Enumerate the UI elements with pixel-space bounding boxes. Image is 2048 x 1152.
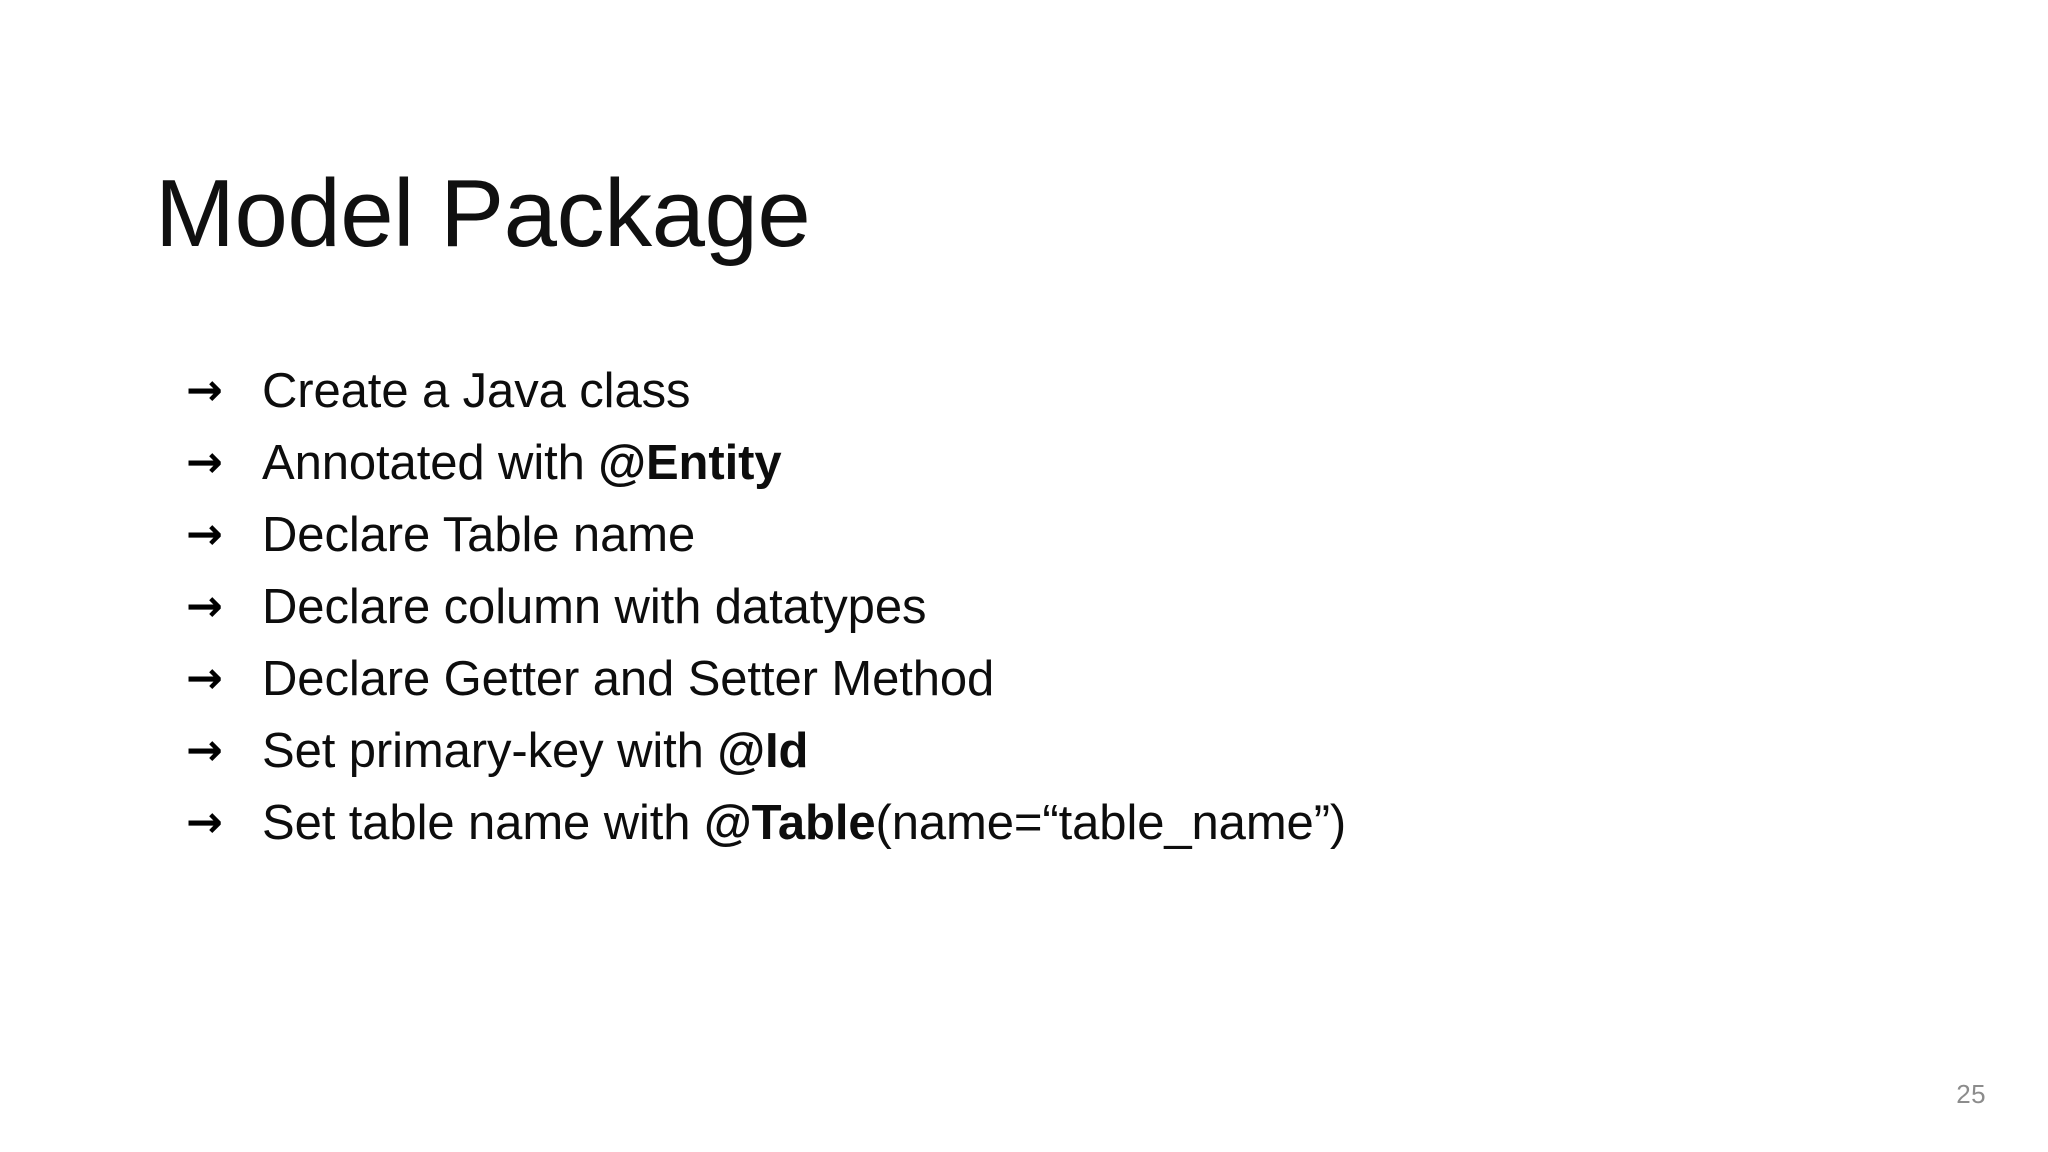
list-item: → Declare column with datatypes	[186, 571, 1906, 643]
annotation-token: @Entity	[598, 436, 782, 490]
text-segment: Declare Getter and Setter Method	[262, 652, 995, 706]
list-item: → Create a Java class	[186, 355, 1906, 427]
list-item: → Declare Table name	[186, 499, 1906, 571]
arrow-right-icon: →	[186, 509, 223, 560]
list-item-label: Declare column with datatypes	[262, 571, 926, 643]
list-item-label: Annotated with @Entity	[262, 427, 782, 499]
text-segment: Create a Java class	[262, 364, 691, 418]
list-item-label: Create a Java class	[262, 355, 691, 427]
text-segment: Set table name with	[262, 796, 704, 850]
list-item: → Set primary-key with @Id	[186, 715, 1906, 787]
list-item: → Declare Getter and Setter Method	[186, 643, 1906, 715]
arrow-right-icon: →	[186, 725, 223, 776]
arrow-right-icon: →	[186, 653, 223, 704]
list-item-label: Declare Getter and Setter Method	[262, 643, 994, 715]
text-segment: Annotated with	[262, 436, 599, 490]
page-number: 25	[1956, 1079, 1986, 1109]
text-segment: Set primary-key with	[262, 724, 718, 778]
text-segment: (name=“table_name”)	[875, 796, 1347, 850]
arrow-right-icon: →	[186, 365, 223, 416]
list-item-label: Set primary-key with @Id	[262, 715, 808, 787]
bullet-list: → Create a Java class → Annotated with @Ent…	[186, 355, 1906, 859]
arrow-right-icon: →	[186, 437, 223, 488]
arrow-right-icon: →	[186, 581, 223, 632]
text-segment: Declare column with datatypes	[262, 580, 927, 634]
page-title: Model Package	[155, 160, 811, 268]
list-item-label: Set table name with @Table(name=“table_n…	[262, 787, 1346, 859]
list-item: → Set table name with @Table(name=“table_…	[186, 787, 1906, 859]
annotation-token: @Table	[703, 796, 876, 850]
list-item-label: Declare Table name	[262, 499, 695, 571]
annotation-token: @Id	[717, 724, 809, 778]
list-item: → Annotated with @Entity	[186, 427, 1906, 499]
arrow-right-icon: →	[186, 797, 223, 848]
text-segment: Declare Table name	[262, 508, 696, 562]
